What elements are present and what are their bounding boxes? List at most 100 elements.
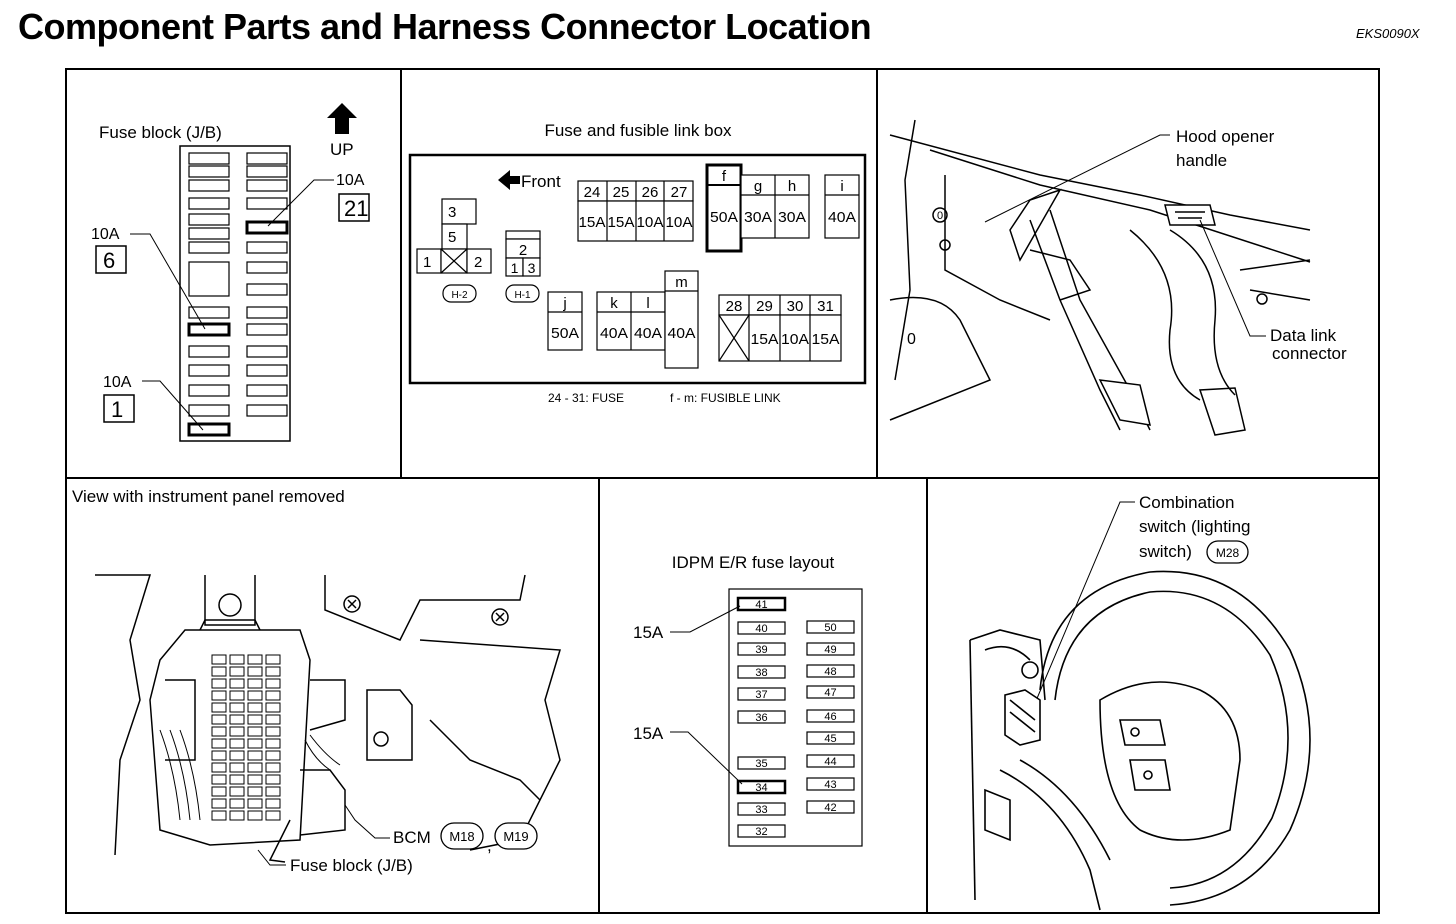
idpm-panel: IDPM E/R fuse layout 4140393837363534333…: [633, 553, 863, 847]
jb-fuse-cell: [229, 726, 245, 737]
combo-connector-m28-label: M28: [1216, 546, 1240, 560]
jb-fuse-cell: [247, 726, 263, 737]
idpm-leader-bottom: [670, 731, 743, 785]
fuse-id-30: 30: [787, 298, 804, 315]
combo-label-2: switch (lighting: [1139, 517, 1251, 536]
link-amp-g: 30A: [744, 209, 772, 226]
relay-num-3: 3: [448, 204, 456, 221]
fuse-slot: [246, 283, 288, 296]
link-amp-i: 40A: [828, 209, 856, 226]
jb-fuse-cell: [211, 726, 227, 737]
fuse-id-24: 24: [584, 184, 601, 201]
jb-fuse-cell: [265, 714, 281, 725]
page-title: Component Parts and Harness Connector Lo…: [18, 6, 872, 47]
jb-fuse-cell: [229, 786, 245, 797]
link-id-m: m: [675, 274, 688, 291]
callout-box-21: [338, 193, 370, 222]
idpm-fuse-label-42: 42: [824, 802, 836, 814]
bcm-connector-m19: [494, 822, 538, 850]
dash-panel: Hood opener handle Data link connector 0…: [889, 119, 1347, 436]
idpm-fuse-label-43: 43: [824, 779, 836, 791]
fuse-amp-27: 10A: [666, 214, 693, 231]
idpm-callout-top: 15A: [633, 623, 664, 642]
jb-fuse-cell: [229, 774, 245, 785]
idpm-fuse-label-46: 46: [824, 711, 836, 723]
jb-fuse-cell: [265, 726, 281, 737]
relay2-num-2: 2: [519, 242, 527, 259]
fuse-amp-25: 15A: [608, 214, 635, 231]
idpm-fuse-label-32: 32: [755, 826, 767, 838]
combo-connector-m28: [1206, 540, 1249, 564]
dlc-leader: [1199, 219, 1266, 337]
fuse-slot: [188, 306, 230, 319]
fuse-amp-30: 10A: [781, 331, 809, 348]
jb-fuse-cell: [229, 666, 245, 677]
jb-fuse-cell: [229, 798, 245, 809]
fuse-slot: [188, 364, 230, 377]
jb-fuse-cell: [211, 654, 227, 665]
jb-fuse-cell: [247, 714, 263, 725]
jb-fuse-cell: [229, 714, 245, 725]
front-arrow-icon: [498, 170, 520, 190]
idpm-fuse-33: [737, 802, 786, 816]
fuse-slot: [246, 306, 288, 319]
link-id-k: k: [610, 295, 618, 312]
diagram-frame: [65, 68, 1380, 914]
jb-fuse-cell: [211, 774, 227, 785]
fuse-id-28: 28: [726, 298, 743, 315]
link-amp-k: 40A: [600, 325, 628, 342]
idpm-fuse-label-37: 37: [755, 689, 767, 701]
jb-fuse-cell: [229, 738, 245, 749]
fuse-slot: [188, 345, 230, 358]
jb-fuse-cell: [229, 702, 245, 713]
idpm-fuse-label-48: 48: [824, 666, 836, 678]
legend-fuse: 24 - 31: FUSE: [548, 391, 624, 405]
link-amp-h: 30A: [778, 209, 806, 226]
idpm-fuse-36: [737, 710, 786, 724]
jb-fuse-cell: [247, 762, 263, 773]
dlc-label-2: connector: [1272, 344, 1347, 363]
jb-fuse-cell: [247, 798, 263, 809]
fuse-slot: [188, 152, 230, 165]
jb-fuse-cell: [247, 738, 263, 749]
bcm-connector-m18-label: M18: [449, 829, 474, 844]
front-label: Front: [521, 172, 561, 191]
fuse-slot: [246, 404, 288, 417]
idpm-fuse-label-39: 39: [755, 644, 767, 656]
callout-num-21: 21: [344, 196, 368, 221]
fuse-amp-24: 15A: [579, 214, 606, 231]
jb-leader: [257, 849, 286, 866]
connector-h2-badge: [442, 284, 477, 303]
jb-fuse-cell: [247, 678, 263, 689]
idpm-title: IDPM E/R fuse layout: [672, 553, 835, 572]
jb-fuse-cell: [211, 702, 227, 713]
jb-fuse-cell: [211, 690, 227, 701]
idpm-fuse-44: [806, 754, 855, 768]
fuse-amp-26: 10A: [637, 214, 664, 231]
fuse-box-title: Fuse and fusible link box: [544, 121, 732, 140]
idpm-fuse-43: [806, 777, 855, 791]
combo-leader: [1029, 501, 1135, 716]
idpm-fuse-47: [806, 685, 855, 699]
connector-h1-label: H-1: [514, 290, 531, 301]
idpm-fuse-45: [806, 731, 855, 745]
idpm-fuse-48: [806, 664, 855, 678]
idpm-fuse-label-44: 44: [824, 756, 836, 768]
link-id-i: i: [840, 178, 843, 195]
jb-fuse-cell: [265, 738, 281, 749]
ip-removed-title: View with instrument panel removed: [72, 487, 345, 506]
bcm-label: BCM: [393, 828, 431, 847]
combo-label-3: switch): [1139, 542, 1192, 561]
fuse-slot: [246, 241, 288, 254]
fuses-24-27: 24 25 26 27 15A 15A 10A 10A: [577, 180, 694, 242]
legend-fusible-link: f - m: FUSIBLE LINK: [670, 391, 781, 405]
link-id-h: h: [788, 178, 796, 195]
idpm-fuse-40: [737, 621, 786, 635]
jb-fuse-cell: [211, 786, 227, 797]
callout-box-1: [103, 394, 135, 423]
fuse-slot: [188, 404, 230, 417]
idpm-fuse-46: [806, 709, 855, 723]
bcm-comma: ,: [487, 836, 492, 855]
